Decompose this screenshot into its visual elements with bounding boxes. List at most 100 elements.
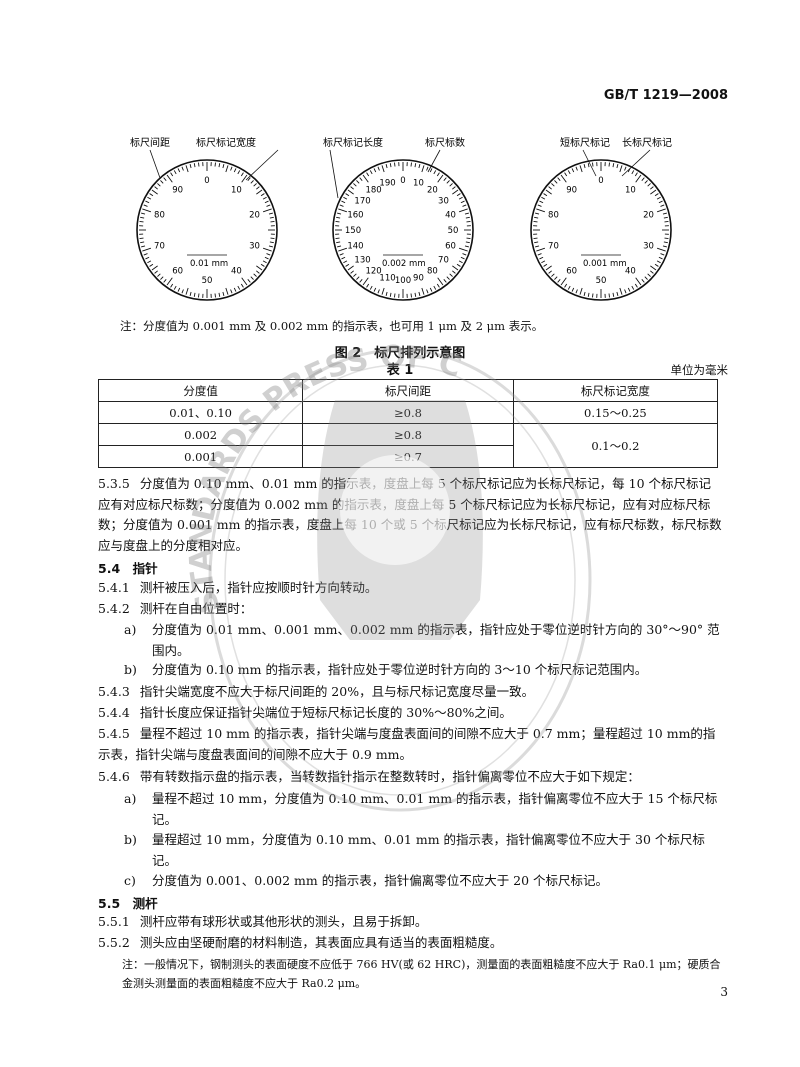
list-label: a) (124, 791, 137, 806)
dial-tick (592, 293, 594, 298)
dial-tick (230, 289, 233, 294)
dial-number: 10 (413, 178, 424, 188)
dial-tick (429, 168, 433, 173)
dial-tick (343, 196, 348, 200)
dial-tick (359, 177, 363, 181)
dial-number: 40 (445, 211, 456, 221)
dial-tick (466, 221, 471, 223)
clause-text: 带有转数指示盘的指示表，当转数指针指示在整数转时，指针偏离零位不应大于如下规定： (139, 769, 640, 784)
dial-tick (616, 164, 619, 169)
clause-number: 5.4.1 (98, 580, 130, 595)
dial-tick (571, 287, 575, 292)
dial-tick (218, 163, 221, 168)
dial-tick (256, 270, 260, 274)
list-item: b)分度值为 0.10 mm 的指示表，指针应处于零位逆时针方向的 3～10 个… (98, 660, 723, 681)
dial-tick (644, 276, 648, 280)
dial-tick (345, 193, 350, 197)
dial-tick (650, 270, 654, 274)
dial-number: 110 (379, 274, 395, 284)
dial-number: 190 (379, 178, 395, 188)
table-cell: 0.001 (97, 445, 304, 468)
dial-tick (247, 177, 251, 181)
dial-face-label: 0.001 mm (583, 259, 627, 269)
dial-label: 标尺标记宽度 (196, 136, 256, 149)
list-label: c) (124, 873, 136, 888)
dial-tick (356, 180, 360, 184)
dial-tick (147, 260, 152, 264)
dial-tick (554, 180, 558, 184)
dial-tick (241, 277, 248, 286)
table-row: 0.002 ≥0.8 0.1～0.2 (97, 423, 719, 468)
dial-label: 标尺间距 (130, 136, 170, 149)
dial-tick (350, 186, 354, 190)
dial-number: 90 (172, 186, 183, 196)
list-text: 量程不超过 10 mm，分度值为 0.10 mm、0.01 mm 的指示表，指针… (152, 791, 718, 827)
clause-note: 注：一般情况下，钢制测头的表面硬度不应低于 766 HV(或 62 HRC)，测… (122, 958, 721, 990)
dial-tick (634, 283, 638, 288)
dial-tick (443, 177, 447, 181)
dial-tick (465, 241, 470, 244)
dial-tick (551, 183, 555, 187)
dial-tick (198, 293, 200, 298)
dial-number: 40 (625, 266, 636, 276)
clause-5-4-1: 5.4.1 测杆被压入后，指针应按顺时针方向转动。 (98, 578, 723, 599)
clause-text: 测杆被压入后，指针应按顺时针方向转动。 (139, 580, 378, 595)
dial-tick (536, 247, 546, 252)
dial-tick (233, 287, 237, 292)
dial-tick (650, 265, 657, 271)
dial-tick (462, 204, 467, 207)
dial-label: 短标尺标记 (560, 136, 610, 149)
dial-tick (443, 279, 447, 283)
dial-number: 50 (448, 226, 459, 236)
dial-tick (151, 265, 158, 271)
dial-tick (446, 276, 450, 280)
dial-tick (421, 287, 425, 295)
dial-tick (356, 276, 360, 280)
dial-number: 100 (395, 276, 411, 286)
dial-tick (535, 245, 540, 248)
dial-tick (198, 162, 200, 167)
dial-tick (452, 265, 459, 271)
dial-tick (157, 273, 161, 277)
dial-number: 0 (204, 176, 209, 186)
table-unit: 单位为毫米 (670, 363, 729, 377)
table-1: 分度值 标尺间距 标尺标记宽度 0.01、0.10 ≥0.8 0.15～0.25… (97, 379, 719, 468)
dial-tick (456, 263, 461, 267)
dial-tick (337, 245, 342, 248)
dial-tick (575, 289, 578, 294)
dial-tick (366, 172, 370, 177)
dial-tick (656, 208, 666, 213)
dial-tick (262, 196, 267, 200)
dial-number: 140 (347, 241, 363, 251)
dial-number: 30 (249, 241, 260, 251)
dial-tick (389, 163, 392, 168)
dial-number: 70 (438, 255, 449, 265)
dial-number: 160 (347, 211, 363, 221)
dial-tick (154, 186, 158, 190)
dial-tick (256, 265, 263, 271)
dial-tick (641, 177, 645, 181)
clause-text: 测杆应带有球形状或其他形状的测头，且易于拆卸。 (139, 914, 428, 929)
dial-tick (385, 164, 388, 169)
dial-tick (181, 166, 184, 171)
dial-tick (533, 221, 538, 223)
dial-tick (612, 163, 615, 168)
list-text: 量程超过 10 mm，分度值为 0.10 mm、0.01 mm 的指示表，指针偏… (152, 832, 705, 868)
dial-tick (548, 186, 552, 190)
dial-tick (543, 193, 548, 197)
list-item: b)量程超过 10 mm，分度值为 0.10 mm、0.01 mm 的指示表，指… (98, 830, 723, 871)
dial-tick (650, 189, 657, 195)
dial-tick (608, 293, 610, 298)
dial-tick (575, 166, 578, 171)
dial-tick (656, 247, 666, 252)
dial-tick (262, 247, 272, 252)
dial-tick (433, 170, 437, 175)
dial-tick (250, 276, 254, 280)
dial-tick (269, 216, 274, 219)
dial-tick (662, 245, 667, 248)
dial-tick (466, 237, 471, 239)
dial-tick (418, 291, 421, 296)
